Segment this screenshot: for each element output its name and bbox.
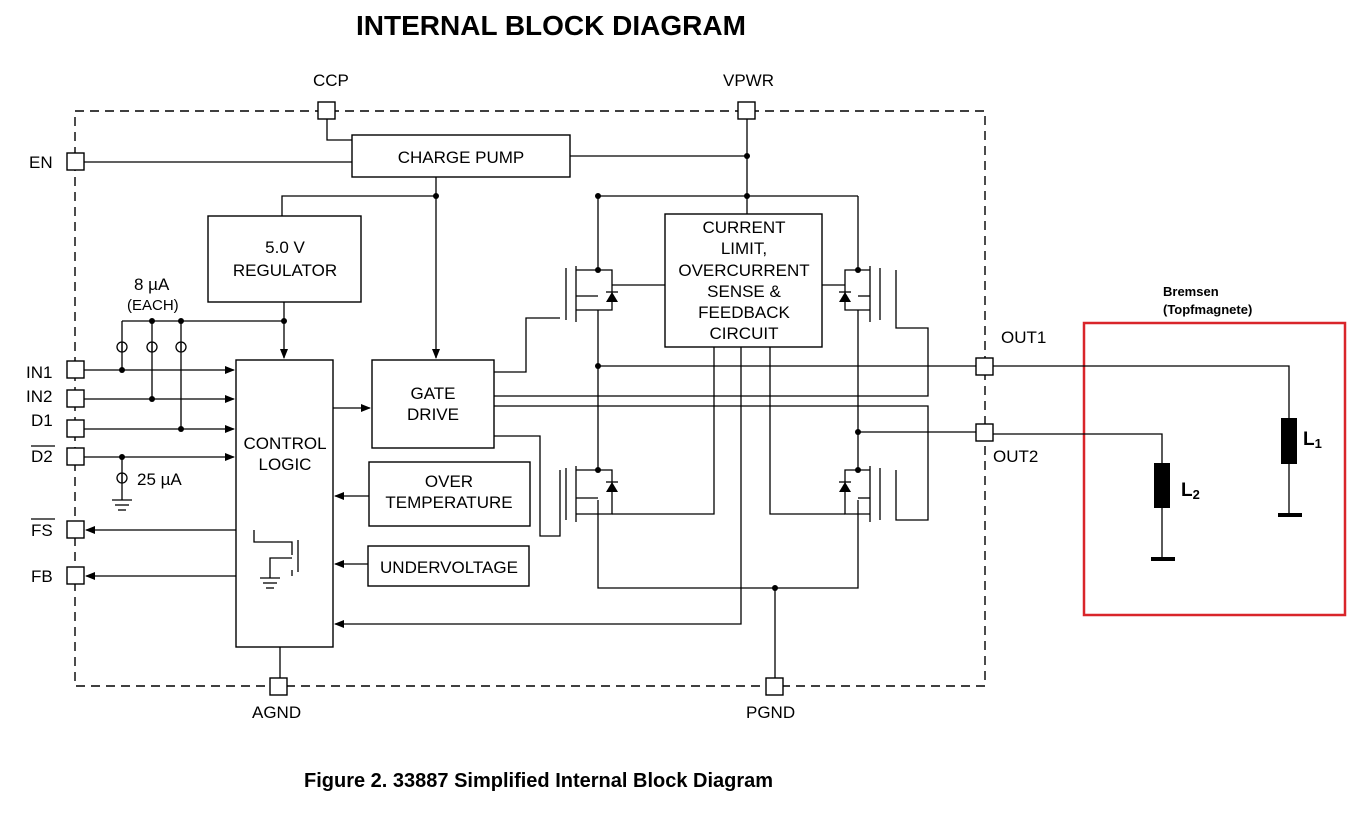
charge-pump-label: CHARGE PUMP [398, 148, 525, 167]
control-logic-block [235, 359, 334, 648]
over-temperature-block [368, 461, 531, 527]
mosfet-high-side-left [565, 266, 618, 322]
inductor-l2-label: L2 [1181, 480, 1200, 502]
mosfet-low-side-right [839, 466, 881, 522]
charge-pump-block [351, 134, 571, 178]
current-limit-block [664, 213, 823, 348]
load-wiring [993, 365, 1302, 561]
current-limit-label-1: CURRENT [702, 218, 785, 237]
pin-fb-label: FB [31, 567, 53, 586]
pin-en-pad [66, 152, 85, 171]
pullup-each-label: (EACH) [127, 297, 179, 314]
control-logic-label-2: LOGIC [259, 455, 312, 474]
mosfet-low-side-left [565, 466, 618, 522]
pin-fs-pad [66, 520, 85, 539]
pin-out1-pad [975, 357, 994, 376]
pin-d1-label: D1 [31, 411, 53, 430]
load-label-line1: Bremsen [1163, 284, 1219, 299]
wiring [84, 119, 976, 678]
pin-agnd-pad [269, 677, 288, 696]
pin-vpwr-label: VPWR [723, 71, 774, 90]
undervoltage-label: UNDERVOLTAGE [380, 558, 518, 577]
undervoltage-block [367, 545, 530, 587]
mosfet-high-side-right [839, 266, 881, 322]
pin-agnd-label: AGND [252, 703, 301, 722]
regulator-block [207, 215, 362, 303]
inductor-l1-label: L1 [1303, 429, 1322, 451]
current-limit-label-6: CIRCUIT [710, 324, 779, 343]
gate-drive-block [371, 359, 495, 449]
load-highlight-frame [1082, 321, 1347, 617]
pin-ccp-pad [317, 101, 336, 120]
ic-boundary [74, 110, 986, 687]
pullup-current-label: 8 µA [134, 275, 170, 294]
over-temperature-label-1: OVER [425, 472, 473, 491]
pin-en-label: EN [29, 153, 53, 172]
inductor-l1 [1281, 418, 1297, 464]
inductor-l2 [1154, 463, 1170, 508]
pin-pgnd-label: PGND [746, 703, 795, 722]
pulldown-current-label: 25 µA [137, 470, 182, 489]
pin-in1-label: IN1 [26, 363, 52, 382]
pin-pgnd-pad [765, 677, 784, 696]
pin-d2-pad [66, 447, 85, 466]
gate-drive-label-2: DRIVE [407, 405, 459, 424]
pin-fs-label: FS [31, 521, 53, 540]
pin-out2-label: OUT2 [993, 447, 1038, 466]
control-logic-label-1: CONTROL [243, 434, 326, 453]
pin-d1-pad [66, 419, 85, 438]
diagram-title: INTERNAL BLOCK DIAGRAM [356, 10, 746, 41]
pin-in1-pad [66, 360, 85, 379]
pin-ccp-label: CCP [313, 71, 349, 90]
pin-in2-label: IN2 [26, 387, 52, 406]
pin-vpwr-pad [737, 101, 756, 120]
pin-in2-pad [66, 389, 85, 408]
current-limit-label-4: SENSE & [707, 282, 781, 301]
pullup-current-sources [116, 341, 187, 484]
regulator-label-1: 5.0 V [265, 238, 305, 257]
pin-fb-pad [66, 566, 85, 585]
current-limit-label-2: LIMIT, [721, 239, 767, 258]
current-limit-label-3: OVERCURRENT [678, 261, 809, 280]
load-label-line2: (Topfmagnete) [1163, 302, 1252, 317]
current-limit-label-5: FEEDBACK [698, 303, 790, 322]
pin-out2-pad [975, 423, 994, 442]
pin-out1-label: OUT1 [1001, 328, 1046, 347]
pin-d2-label: D2 [31, 447, 53, 466]
figure-caption: Figure 2. 33887 Simplified Internal Bloc… [304, 770, 774, 792]
gate-drive-label-1: GATE [410, 384, 455, 403]
regulator-label-2: REGULATOR [233, 261, 337, 280]
over-temperature-label-2: TEMPERATURE [385, 493, 512, 512]
